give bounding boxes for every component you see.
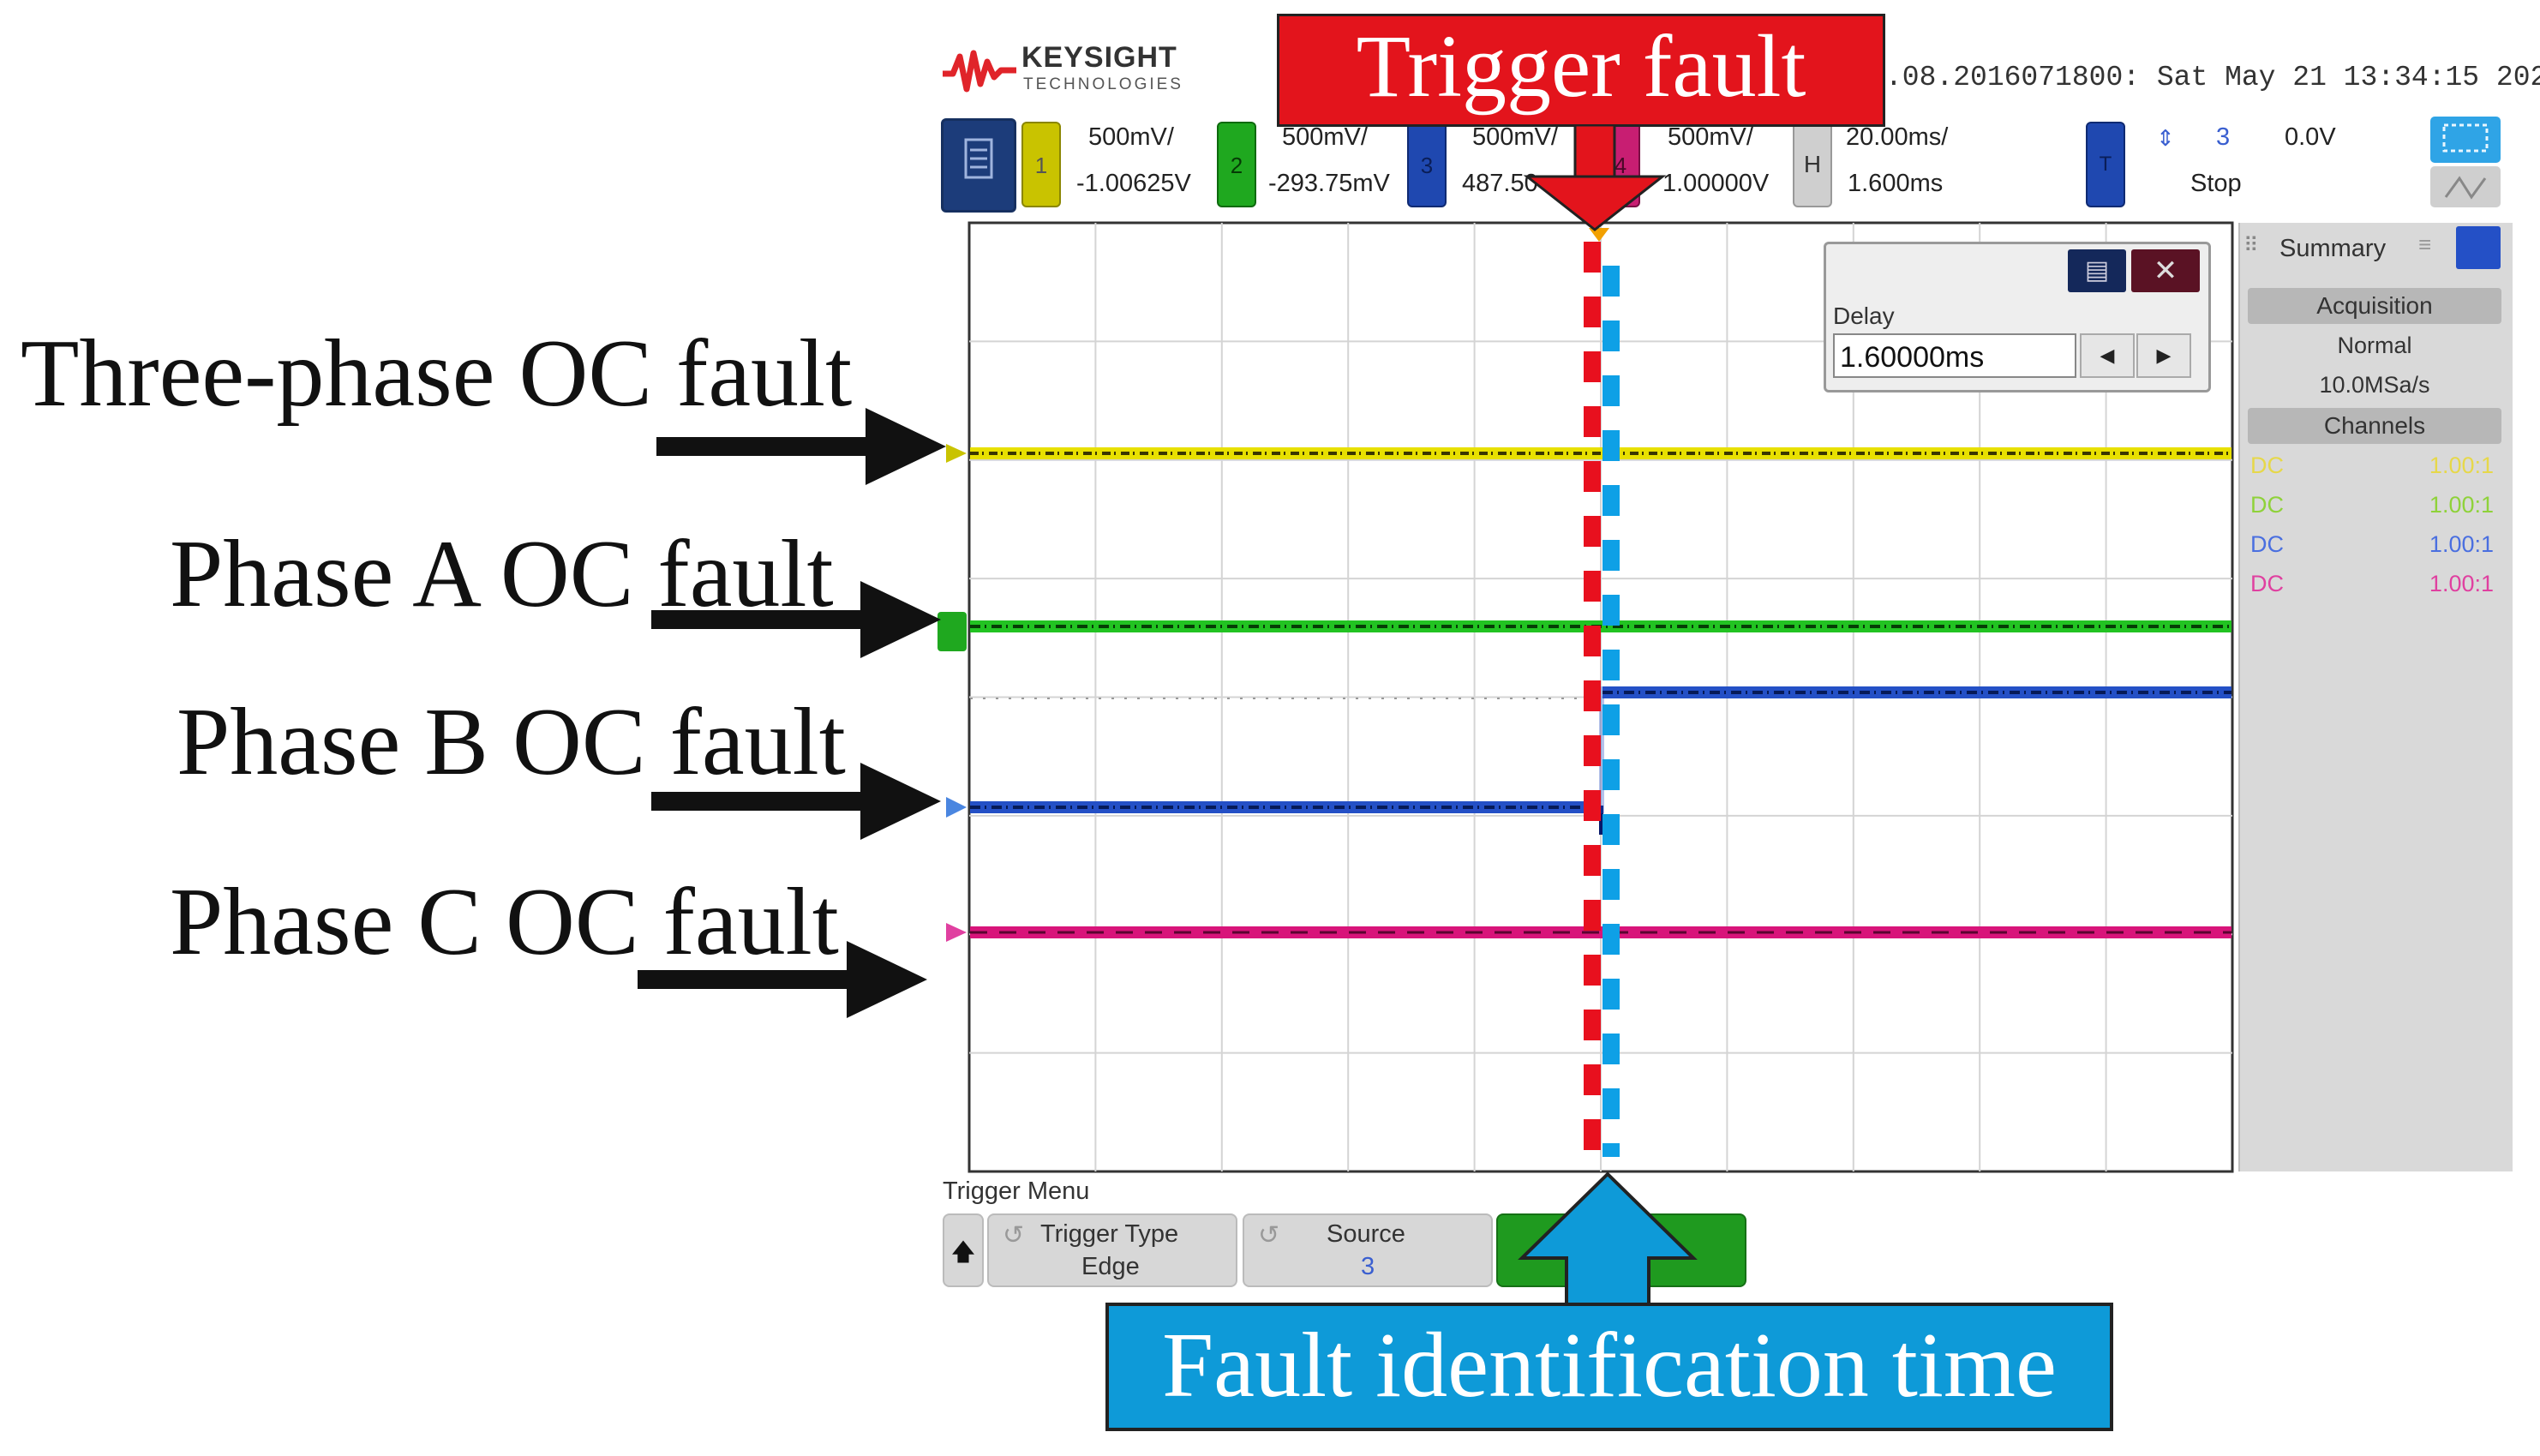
channel-2-coupling: DC — [2250, 492, 2284, 518]
channel-3-offset: 487.50 — [1462, 170, 1538, 197]
delay-label: Delay — [1833, 303, 1895, 329]
fault-identification-arrow — [1518, 1171, 1698, 1323]
sidebar-channel-row-1: DC 1.00:1 — [2250, 452, 2499, 479]
channel-4-number: 4 — [1614, 153, 1627, 178]
sidebar-title: Summary — [2279, 235, 2387, 262]
channel-4-scale: 500mV/ — [1668, 123, 1753, 151]
channel-2-probe: 1.00:1 — [2429, 492, 2494, 518]
channel-2-number: 2 — [1230, 153, 1243, 178]
trigger-source: 3 — [2216, 123, 2231, 151]
phase-c-oc-fault-label: Phase C OC fault — [170, 869, 839, 975]
channel-1-coupling: DC — [2250, 452, 2284, 478]
trigger-type-label: Trigger Type — [1040, 1220, 1179, 1248]
trigger-edge-icon: ⇕ — [2156, 125, 2175, 151]
phase-c-arrow — [638, 941, 927, 1018]
measure-icon — [2444, 176, 2487, 200]
fault-identification-label: Fault identification time — [1162, 1315, 2057, 1417]
channel-2-scale: 500mV/ — [1282, 123, 1368, 151]
channel-1-box[interactable]: 1 — [1021, 122, 1061, 207]
sample-rate: 10.0MSa/s — [2319, 372, 2430, 398]
sidebar-close-button[interactable] — [2456, 226, 2501, 269]
brand-sub: TECHNOLOGIES — [1023, 75, 1183, 93]
trace-channel-1 — [970, 447, 2231, 459]
trigger-fault-arrow — [1523, 125, 1667, 231]
channel-1-offset: -1.00625V — [1076, 170, 1191, 197]
channel-3-ground-marker — [946, 797, 967, 818]
zoom-box-icon — [2442, 123, 2489, 153]
trigger-fault-label-box — [1277, 14, 1885, 127]
trigger-menu-back-button[interactable]: 🡅 — [943, 1213, 984, 1287]
channel-3-coupling: DC — [2250, 531, 2284, 557]
channels-header[interactable]: Channels — [2248, 408, 2501, 444]
trigger-status-box[interactable]: T — [2086, 122, 2125, 207]
fault-identification-label-box — [1105, 1303, 2113, 1431]
trigger-status-label: T — [2099, 153, 2112, 176]
delay-value-input[interactable]: 1.60000ms — [1833, 333, 2076, 378]
sidebar-channel-row-3: DC 1.00:1 — [2250, 531, 2499, 558]
delay-decrement-button[interactable]: ◀ — [2080, 333, 2135, 378]
phase-a-oc-fault-label: Phase A OC fault — [170, 521, 834, 627]
three-phase-arrow — [656, 408, 946, 485]
sidebar-grip-icon: ⠿ — [2243, 234, 2259, 257]
horizontal-delay: 1.600ms — [1848, 170, 1944, 197]
measure-button[interactable] — [2430, 166, 2501, 207]
sidebar-channel-row-4: DC 1.00:1 — [2250, 571, 2499, 597]
rotate-knob-icon: ↺ — [1258, 1221, 1280, 1249]
trigger-type-value: Edge — [1081, 1253, 1140, 1280]
keysight-logo: KEYSIGHT TECHNOLOGIES — [941, 41, 1198, 101]
trigger-menu-title: Trigger Menu — [943, 1177, 1090, 1205]
rotate-knob-icon: ↺ — [1003, 1221, 1025, 1249]
trace-channel-3 — [970, 686, 2231, 835]
up-arrow-icon: 🡅 — [950, 1238, 976, 1265]
menu-icon — [964, 138, 993, 179]
zoom-button[interactable] — [2430, 117, 2501, 163]
status-line: .08.2016071800: Sat May 21 13:34:15 2022 — [1885, 62, 2540, 93]
main-menu-button[interactable] — [941, 118, 1016, 213]
channel-4-offset: 1.00000V — [1662, 170, 1770, 197]
horizontal-label: H — [1803, 151, 1822, 177]
trigger-fault-label: Trigger fault — [1356, 17, 1806, 116]
channel-2-ground-marker — [938, 612, 967, 651]
channel-1-probe: 1.00:1 — [2429, 452, 2494, 478]
three-phase-oc-fault-label: Three-phase OC fault — [21, 321, 853, 427]
summary-sidebar — [2238, 223, 2513, 1171]
channel-1-ground-marker — [946, 444, 967, 463]
trigger-level: 0.0V — [2285, 123, 2336, 151]
trigger-source-button[interactable]: ↺ Source 3 — [1243, 1213, 1493, 1287]
delay-popup-menu-button[interactable]: ▤ — [2068, 249, 2126, 292]
channel-1-number: 1 — [1034, 153, 1048, 178]
channel-3-box[interactable]: 3 — [1407, 122, 1447, 207]
channel-3-scale: 500mV/ — [1472, 123, 1558, 151]
horizontal-scale: 20.00ms/ — [1846, 123, 1949, 151]
horizontal-box[interactable]: H — [1793, 122, 1832, 207]
channel-4-probe: 1.00:1 — [2429, 571, 2494, 596]
trace-channel-4 — [970, 926, 2231, 938]
channel-2-offset: -293.75mV — [1268, 170, 1390, 197]
acquisition-header[interactable]: Acquisition — [2248, 288, 2501, 324]
acquisition-mode: Normal — [2337, 333, 2412, 358]
phase-b-arrow — [651, 763, 941, 840]
channel-2-box[interactable]: 2 — [1217, 122, 1256, 207]
trigger-type-button[interactable]: ↺ Trigger Type Edge — [987, 1213, 1237, 1287]
delay-popup: ▤ ✕ Delay 1.60000ms ◀ ▶ — [1824, 242, 2211, 392]
channel-4-coupling: DC — [2250, 571, 2284, 596]
channel-3-number: 3 — [1420, 153, 1434, 178]
channel-3-probe: 1.00:1 — [2429, 531, 2494, 557]
brand-name: KEYSIGHT — [1021, 41, 1177, 74]
delay-popup-close-button[interactable]: ✕ — [2131, 249, 2200, 292]
channel-4-ground-marker — [946, 923, 967, 942]
trigger-position-marker — [1589, 228, 1609, 242]
trigger-source-value: 3 — [1361, 1253, 1375, 1280]
channel-1-scale: 500mV/ — [1088, 123, 1174, 151]
sidebar-menu-icon[interactable]: ≡ — [2418, 231, 2432, 257]
keysight-wave-icon — [943, 50, 1016, 93]
delay-increment-button[interactable]: ▶ — [2136, 333, 2191, 378]
phase-b-oc-fault-label: Phase B OC fault — [177, 689, 846, 795]
trigger-source-label: Source — [1327, 1220, 1405, 1248]
trigger-state: Stop — [2190, 170, 2242, 197]
phase-a-arrow — [651, 581, 941, 658]
sidebar-channel-row-2: DC 1.00:1 — [2250, 492, 2499, 518]
